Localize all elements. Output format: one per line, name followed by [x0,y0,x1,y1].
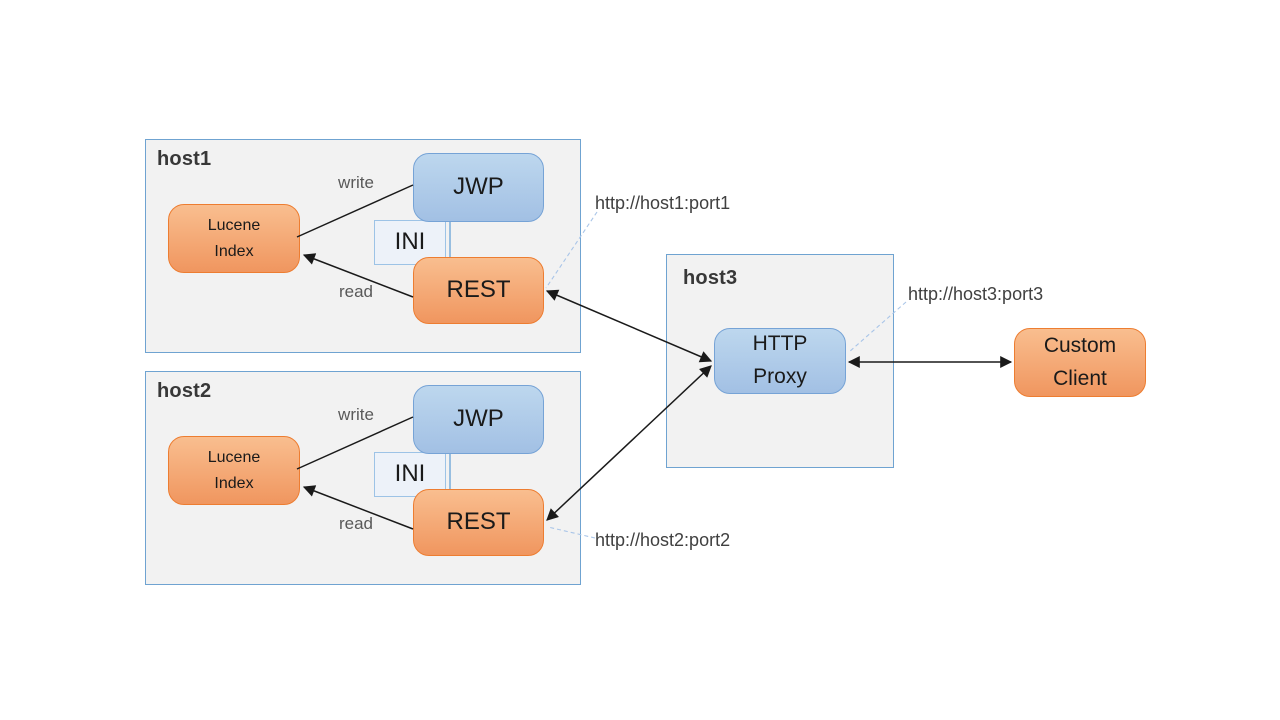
url-label-host1: http://host1:port1 [595,193,731,213]
host2-lucene-label-line1: Lucene [207,448,261,466]
host1-write-label: write [338,173,374,192]
host2-ini-label: INI [394,460,426,488]
http-proxy-label-line1: HTTP [752,332,808,356]
http-proxy-node: HTTP Proxy [714,328,846,394]
host1-rest-node: REST [413,257,544,324]
host2-read-label: read [338,514,374,533]
host3-group: host3 HTTP Proxy [666,254,894,468]
host2-jwp-label: JWP [453,405,504,433]
host2-jwp-node: JWP [413,385,544,454]
host2-rest-label: REST [446,508,511,536]
host3-title: host3 [683,267,738,289]
host1-lucene-label-line2: Index [214,242,254,260]
custom-client-label-line1: Custom [1043,333,1117,357]
host1-jwp-node: JWP [413,153,544,222]
host1-jwp-label: JWP [453,173,504,201]
host1-lucene-index-node: Lucene Index [168,204,300,273]
custom-client-node: Custom Client [1014,328,1146,397]
custom-client-label-line2: Client [1053,366,1107,390]
host2-rest-node: REST [413,489,544,556]
host2-write-label: write [338,405,374,424]
host1-title: host1 [157,148,212,170]
host1-read-label: read [338,282,374,301]
host2-lucene-index-node: Lucene Index [168,436,300,505]
host2-lucene-label-line2: Index [214,474,254,492]
http-proxy-label-line2: Proxy [753,365,807,388]
host1-group: host1 INI Lucene Index JWP REST write re… [145,139,581,353]
host1-lucene-label-line1: Lucene [207,216,261,234]
host2-title: host2 [157,380,212,402]
host1-rest-label: REST [446,276,511,304]
host1-ini-label: INI [394,228,426,256]
url-label-host3: http://host3:port3 [908,284,1044,304]
host2-group: host2 INI Lucene Index JWP REST write re… [145,371,581,585]
url-label-host2: http://host2:port2 [595,530,731,550]
